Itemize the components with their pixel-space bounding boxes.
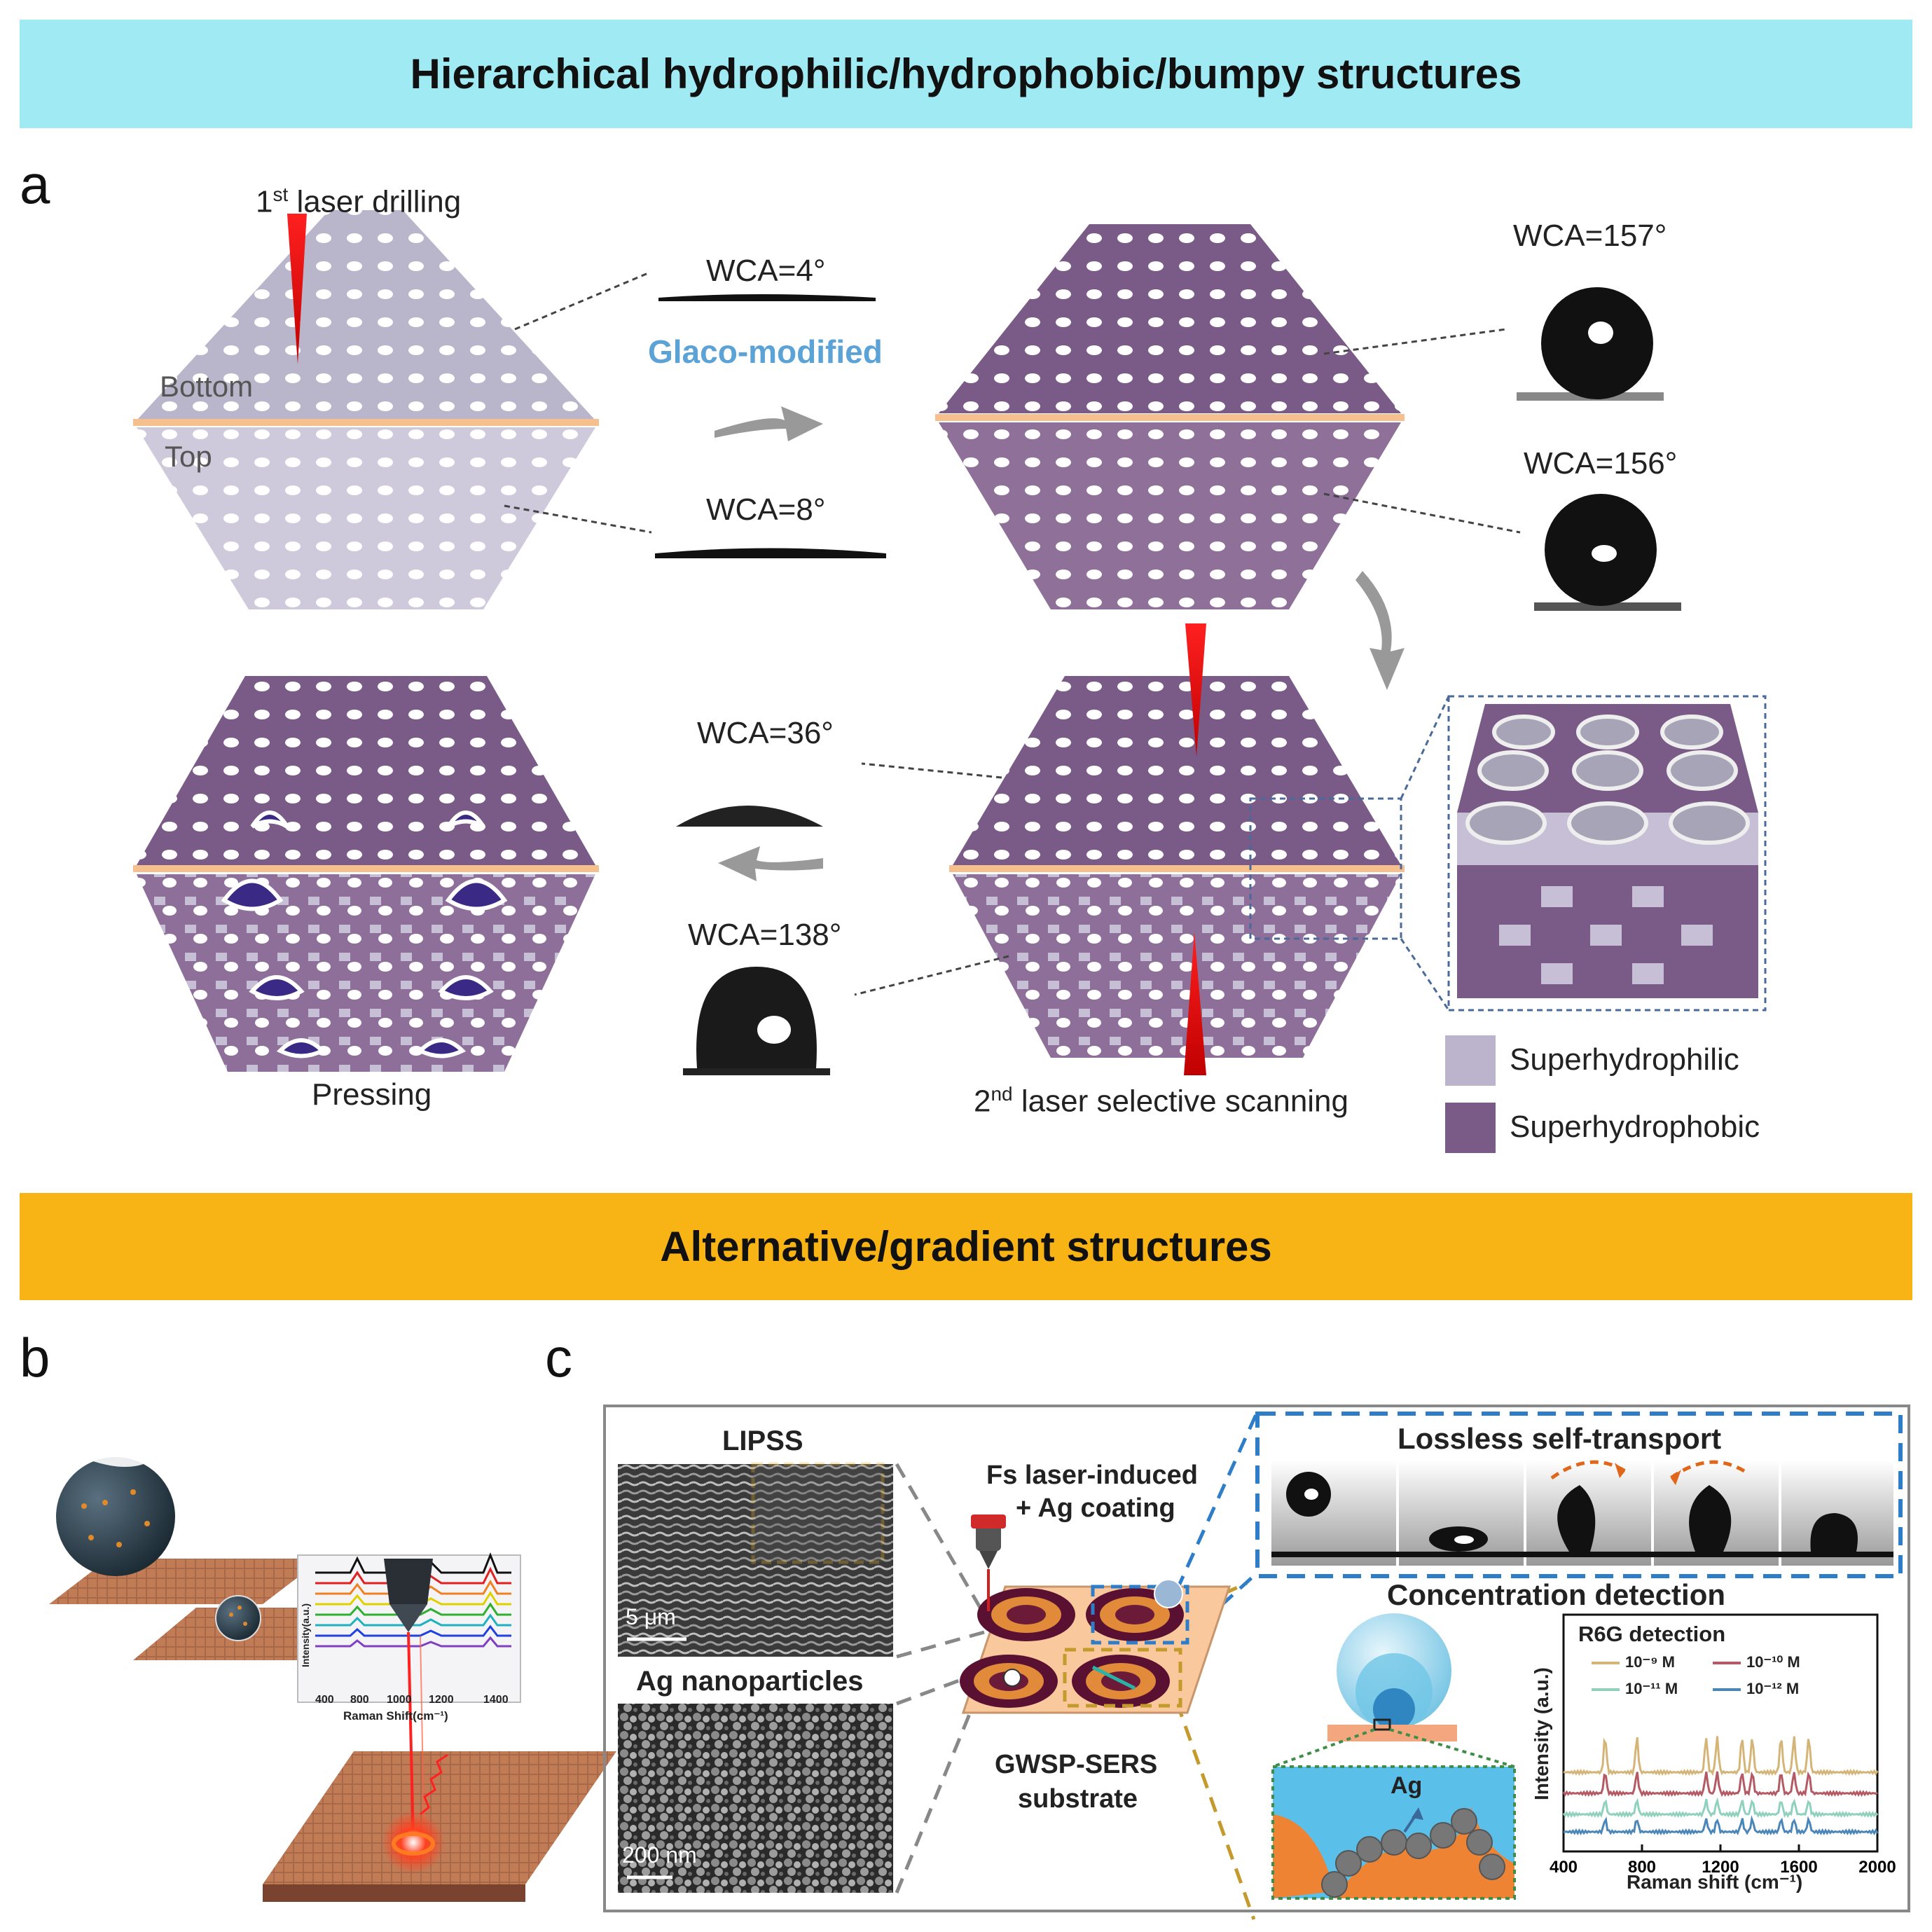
wca-138-label: WCA=138° <box>688 918 842 952</box>
panel-b-tick-1200: 1200 <box>429 1694 454 1706</box>
pressing-label: Pressing <box>312 1077 432 1112</box>
fs-laser-label-line1: Fs laser-induced <box>986 1461 1198 1490</box>
concentration-detection-title: Concentration detection <box>1387 1578 1726 1611</box>
r6g-legend-item-1e-9: 10⁻⁹ M <box>1592 1653 1675 1671</box>
r6g-legend-item-1e-10: 10⁻¹⁰ M <box>1713 1653 1800 1671</box>
scale-bar-200nm: 200 nm <box>622 1842 697 1868</box>
r6g-series-line <box>1563 1736 1879 1776</box>
r6g-x-axis-title: Raman shift (cm⁻¹) <box>1627 1871 1803 1893</box>
legend-swatch-superhydrophobic <box>1445 1103 1496 1153</box>
panel-b-tick-400: 400 <box>315 1694 334 1706</box>
r6g-legend-item-1e-12: 10⁻¹² M <box>1713 1680 1799 1698</box>
gwsp-label-line1: GWSP-SERS <box>995 1750 1158 1779</box>
panel-b-axis-title: Raman Shift(cm⁻¹) <box>343 1709 448 1723</box>
r6g-x-tick-label: 1600 <box>1780 1858 1817 1877</box>
lipss-label: LIPSS <box>722 1426 803 1456</box>
wca-8-label: WCA=8° <box>706 492 826 527</box>
legend-label-superhydrophobic: Superhydrophobic <box>1510 1110 1760 1144</box>
glaco-modified-label: Glaco-modified <box>648 333 883 370</box>
bottom-label: Bottom <box>160 370 254 403</box>
legend-swatch-superhydrophilic <box>1445 1035 1496 1086</box>
r6g-x-tick-label: 1200 <box>1702 1858 1739 1877</box>
panel-a-label: a <box>20 153 50 215</box>
panel-b-tick-800: 800 <box>350 1694 369 1706</box>
r6g-series-line <box>1563 1815 1879 1836</box>
panel-b-label: b <box>20 1327 50 1388</box>
r6g-chart-title: R6G detection <box>1578 1622 1726 1646</box>
ag-nanoparticles-label: Ag nanoparticles <box>636 1666 864 1697</box>
panel-b-tick-1000: 1000 <box>387 1694 412 1706</box>
wca-36-label: WCA=36° <box>697 716 834 750</box>
section-title-hierarchical: Hierarchical hydrophilic/hydrophobic/bum… <box>20 20 1912 128</box>
r6g-legend-item-1e-11: 10⁻¹¹ M <box>1592 1680 1678 1698</box>
section-title-alternative: Alternative/gradient structures <box>20 1193 1912 1300</box>
scale-bar-5um: 5 μm <box>626 1604 676 1629</box>
r6g-y-axis-title: Intensity (a.u.) <box>1531 1667 1552 1800</box>
wca-157-label: WCA=157° <box>1513 219 1667 253</box>
wca-156-label: WCA=156° <box>1524 446 1678 481</box>
gwsp-label-line2: substrate <box>1018 1784 1138 1814</box>
legend-label-superhydrophilic: Superhydrophilic <box>1510 1042 1739 1077</box>
panel-b-tick-1400: 1400 <box>483 1694 509 1706</box>
r6g-series-line <box>1562 1771 1878 1798</box>
ag-label: Ag <box>1391 1772 1423 1799</box>
r6g-plot-frame <box>1562 1613 1879 1853</box>
top-label: Top <box>165 440 212 473</box>
r6g-x-tick-label: 2000 <box>1858 1858 1896 1877</box>
fs-laser-label-line2: + Ag coating <box>1016 1493 1175 1523</box>
second-laser-scanning-label: 2nd laser selective scanning <box>974 1083 1348 1119</box>
panel-c-label: c <box>545 1327 572 1388</box>
lossless-self-transport-title: Lossless self-transport <box>1398 1422 1722 1455</box>
first-laser-drilling-label: 1st laser drilling <box>256 184 462 219</box>
wca-4-label: WCA=4° <box>706 254 826 288</box>
r6g-x-tick-label: 800 <box>1628 1858 1656 1877</box>
r6g-series-line <box>1562 1797 1879 1819</box>
r6g-x-tick-label: 400 <box>1550 1858 1578 1877</box>
